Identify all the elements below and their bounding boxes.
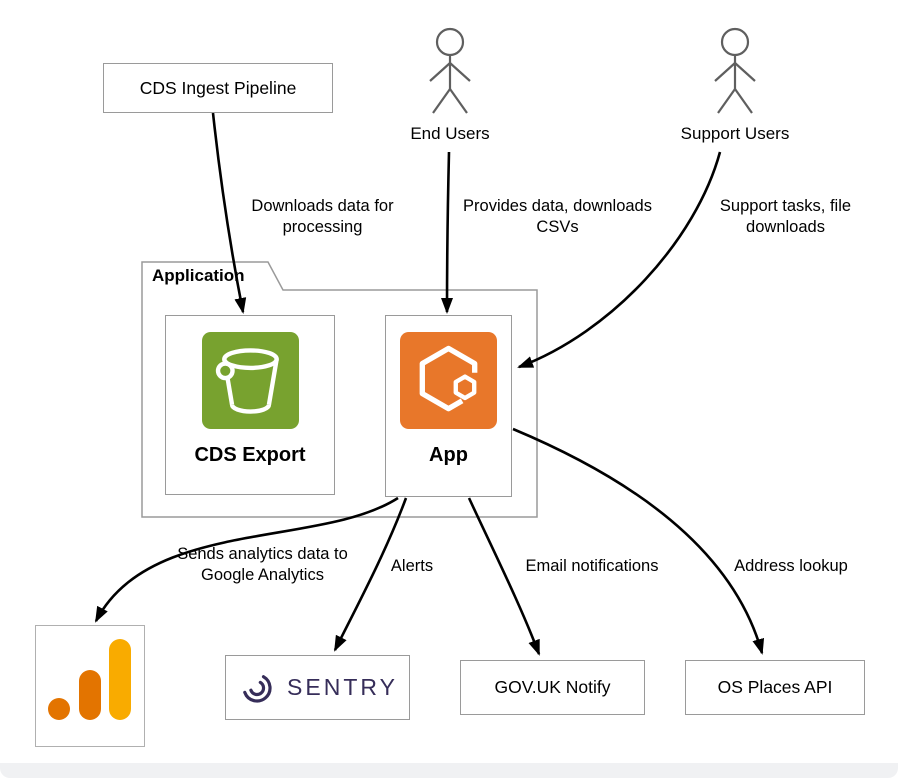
sentry-logo-icon <box>237 668 277 708</box>
node-sentry: SENTRY <box>225 655 410 720</box>
google-analytics-icon <box>35 625 145 747</box>
arrow-app-to-sentry <box>333 497 408 652</box>
arrow-app-to-os-places <box>512 427 765 655</box>
s3-bucket-icon <box>201 332 299 429</box>
edge-label-ingest-to-cds-export: Downloads data for processing <box>251 197 394 236</box>
arrow-app-to-govuk-notify <box>467 497 541 656</box>
person-icon-end-users <box>429 27 471 114</box>
edge-label-end-users-to-app: Provides data, downloads CSVs <box>463 197 652 236</box>
cds-ingest-pipeline-label: CDS Ingest Pipeline <box>139 77 297 98</box>
arrow-end-users-to-app <box>441 151 454 314</box>
node-cds-export: CDS Export <box>165 315 335 495</box>
os-places-api-label: OS Places API <box>717 677 833 697</box>
node-os-places-api: OS Places API <box>685 660 865 715</box>
app-label: App <box>429 444 468 466</box>
page-bottom-strip <box>0 763 898 778</box>
cds-export-label: CDS Export <box>194 444 306 466</box>
support-users-label: Support Users <box>680 124 790 143</box>
ecs-container-icon <box>400 332 497 429</box>
application-boundary-label: Application <box>152 266 245 285</box>
arrow-ingest-to-cds-export <box>211 112 247 314</box>
end-users-label: End Users <box>410 124 490 143</box>
edge-label-app-to-sentry: Alerts <box>390 557 434 575</box>
node-app: App <box>385 315 512 497</box>
node-govuk-notify: GOV.UK Notify <box>460 660 645 715</box>
sentry-wordmark: SENTRY <box>287 674 398 700</box>
arrow-support-users-to-app <box>517 151 722 369</box>
node-google-analytics <box>35 625 145 747</box>
edge-label-app-to-govuk-notify: Email notifications <box>525 557 659 575</box>
person-icon-support-users <box>714 27 756 114</box>
edge-label-app-to-os-places: Address lookup <box>734 557 848 575</box>
edge-label-support-users-to-app: Support tasks, file downloads <box>719 197 852 236</box>
arrow-app-to-google-analytics <box>94 496 399 623</box>
node-cds-ingest-pipeline: CDS Ingest Pipeline <box>103 63 333 113</box>
edge-label-app-to-google-analytics: Sends analytics data to Google Analytics <box>177 545 348 584</box>
govuk-notify-label: GOV.UK Notify <box>494 677 611 697</box>
